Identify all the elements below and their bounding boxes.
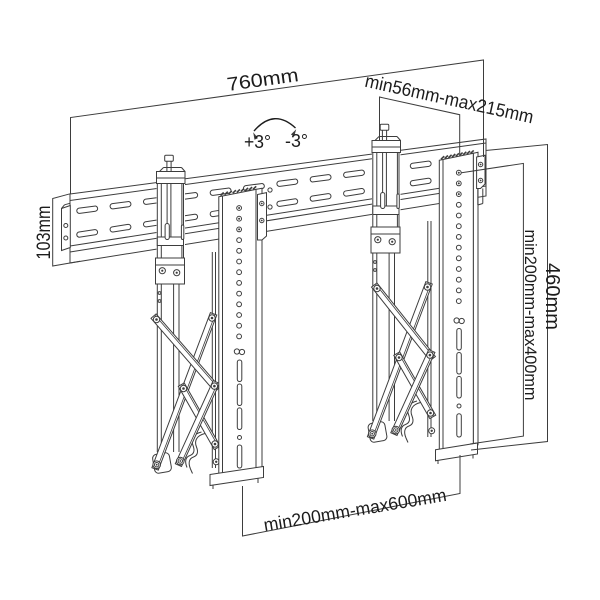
svg-text:460mm: 460mm: [541, 263, 563, 330]
svg-text:-3°: -3°: [285, 130, 308, 151]
svg-text:103mm: 103mm: [33, 206, 55, 260]
svg-text:min200mm-max400mm: min200mm-max400mm: [521, 230, 540, 401]
svg-text:+3°: +3°: [244, 131, 271, 152]
